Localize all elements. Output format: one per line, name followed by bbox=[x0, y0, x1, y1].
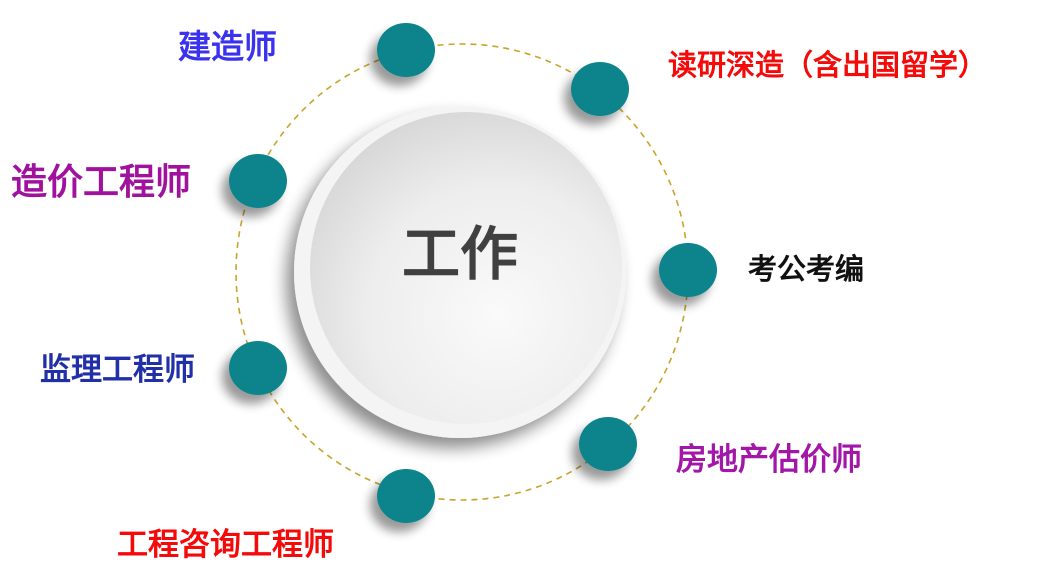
center-label: 工作 bbox=[401, 220, 518, 288]
node-dot-1 bbox=[571, 62, 629, 116]
branch-label-consulting-engineer: 工程咨询工程师 bbox=[117, 527, 334, 563]
node-dot-3 bbox=[579, 417, 637, 471]
branch-label-civil-service: 考公考编 bbox=[748, 252, 865, 286]
branch-label-supervising-engineer: 监理工程师 bbox=[40, 352, 195, 388]
branch-label-real-estate-appraiser: 房地产估价师 bbox=[676, 442, 862, 478]
node-dot-0 bbox=[377, 23, 435, 77]
node-dot-6 bbox=[229, 154, 287, 208]
branch-label-cost-engineer: 造价工程师 bbox=[11, 162, 192, 203]
center-circle-face bbox=[310, 112, 622, 424]
node-dot-5 bbox=[229, 341, 287, 395]
branch-label-jianzaoshi: 建造师 bbox=[178, 27, 277, 66]
node-dot-2 bbox=[659, 243, 717, 297]
branch-label-graduate-study: 读研深造（含出国留学） bbox=[668, 48, 988, 82]
node-dot-4 bbox=[377, 469, 435, 523]
